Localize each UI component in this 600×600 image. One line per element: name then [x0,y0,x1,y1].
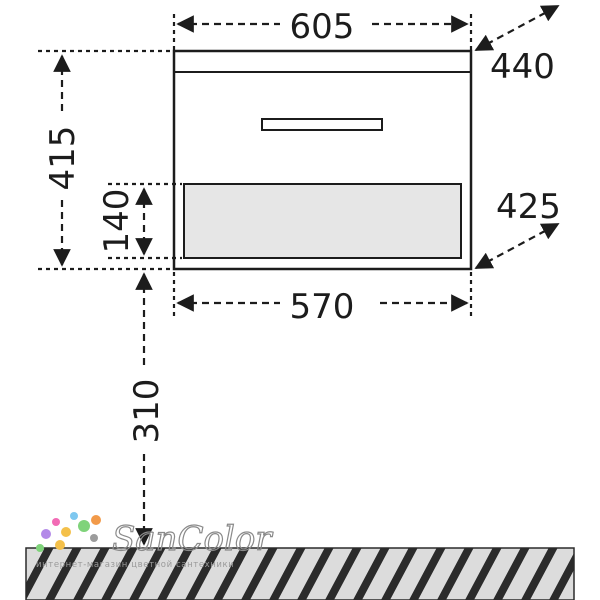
logo-dot [55,540,65,550]
logo-dot [91,515,101,525]
dimension-lines [38,5,560,546]
brand-logo: SanColor интернет-магазин цветной сантех… [36,512,274,570]
dim-bottom-depth: 425 [496,187,561,227]
cabinet [172,49,473,271]
dim-top-depth: 440 [490,47,555,87]
drawer-handle [261,118,383,131]
logo-dot [41,529,51,539]
brand-name: SanColor [112,519,273,559]
logo-dot [52,518,60,526]
open-shelf [183,183,462,259]
dim-floor-clearance: 310 [127,379,167,444]
logo-dot [70,512,78,520]
brand-tagline: интернет-магазин цветной сантехники [36,560,234,570]
dim-bottom-width: 570 [290,287,355,327]
dim-top-width: 605 [290,7,355,47]
dim-total-height: 415 [43,126,83,191]
logo-dot [36,544,44,552]
logo-dot [90,534,98,542]
floor [25,547,575,600]
cabinet-outline [172,49,473,271]
dim-shelf-height: 140 [97,189,137,254]
logo-dot [61,527,71,537]
logo-dot [78,520,90,532]
